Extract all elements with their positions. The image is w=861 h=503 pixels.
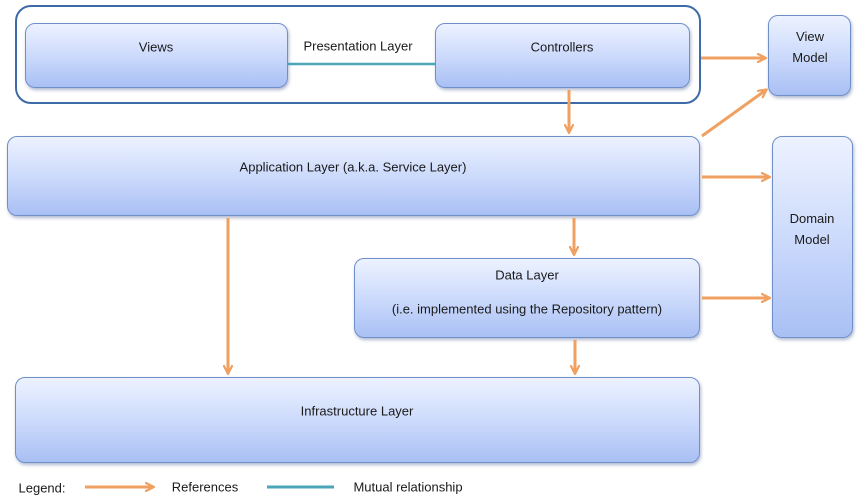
infrastructure-layer-box[interactable] xyxy=(15,377,700,463)
legend-title: Legend: xyxy=(18,480,66,496)
domain-model-label-line1: Domain xyxy=(789,211,835,226)
view-model-label-line1: View xyxy=(796,29,824,44)
data-layer-box[interactable] xyxy=(354,258,700,338)
view-model-box[interactable] xyxy=(768,15,851,96)
domain-model-label-line2: Model xyxy=(794,232,830,247)
view-model-label-line2: Model xyxy=(792,50,828,65)
arrow-application-to-view-model xyxy=(701,90,766,138)
application-layer-box[interactable] xyxy=(7,136,700,216)
views-box[interactable] xyxy=(25,23,288,88)
controllers-box[interactable] xyxy=(435,23,690,88)
application-layer-label: Application Layer (a.k.a. Service Layer) xyxy=(239,159,467,175)
domain-model-box[interactable] xyxy=(772,136,853,338)
data-layer-subtitle: (i.e. implemented using the Repository p… xyxy=(391,301,663,317)
views-label: Views xyxy=(138,39,174,55)
domain-model-label: Domain Model xyxy=(790,208,835,250)
legend-references-label: References xyxy=(171,479,239,495)
presentation-layer-label: Presentation Layer xyxy=(303,38,413,54)
infrastructure-layer-label: Infrastructure Layer xyxy=(300,403,414,419)
view-model-label: View Model xyxy=(792,26,827,68)
data-layer-title: Data Layer xyxy=(495,267,559,283)
legend-mutual-label: Mutual relationship xyxy=(353,479,463,495)
controllers-label: Controllers xyxy=(530,39,594,55)
